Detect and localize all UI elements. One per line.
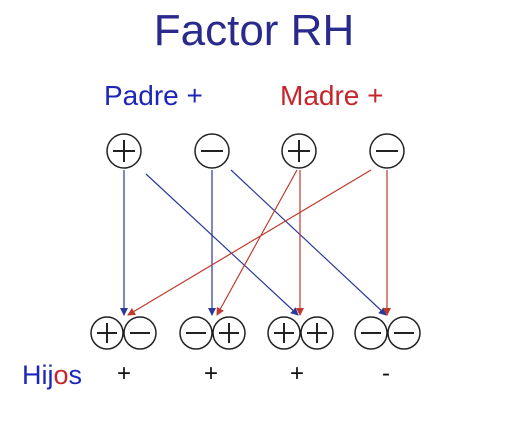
hijos-label-part1: Hij [22,360,54,390]
padre-label: Padre + [104,80,203,111]
child-3-phenotype: + [289,360,304,387]
hijos-label: Hijos [22,360,82,391]
padre-allele-minus [194,133,230,169]
arrow-padre-minus-to-child-4 [230,169,387,316]
arrow-padre-plus-to-child-3 [145,173,299,316]
child-4-phenotype: - [382,360,390,387]
hijos-label-part2: o [53,360,69,390]
madre-allele-plus [281,133,317,169]
child-2-genotype [179,316,246,350]
diagram-title: Factor RH [153,6,355,55]
child-1-phenotype: + [116,360,131,387]
hijos-label-part3: s [68,360,83,390]
child-2-phenotype: + [203,360,218,387]
child-4-genotype [354,316,421,350]
arrow-madre-minus-to-child-1 [127,169,372,316]
child-3-genotype [267,316,334,350]
arrow-madre-plus-to-child-2 [216,169,298,316]
madre-label: Madre + [280,80,384,111]
child-1-genotype [90,316,157,350]
padre-allele-plus [106,133,142,169]
madre-allele-minus [369,133,405,169]
